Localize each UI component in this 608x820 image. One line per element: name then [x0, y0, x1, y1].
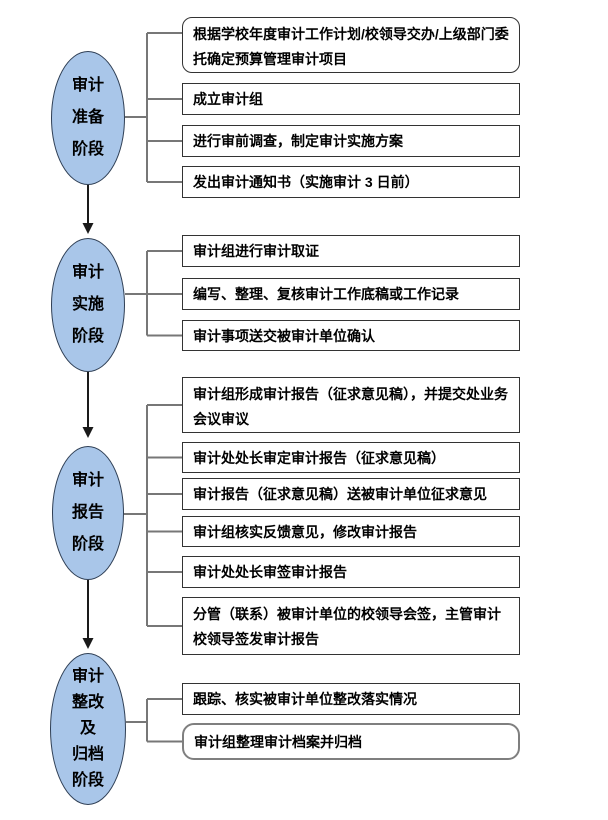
- step-box: 审计组整理审计档案并归档: [182, 723, 520, 760]
- step-box: 编写、整理、复核审计工作底稿或工作记录: [182, 278, 520, 310]
- phase-ellipse-audit-preparation: 审计准备阶段: [51, 51, 125, 185]
- step-box: 审计组核实反馈意见，修改审计报告: [182, 516, 520, 547]
- arrowhead-down-icon: [82, 223, 94, 234]
- phase-label-line: 阶段: [71, 141, 104, 158]
- step-box: 审计处处长审签审计报告: [182, 556, 520, 588]
- phase-label-line: 报告: [71, 504, 104, 521]
- phase-label-line: 审计: [71, 77, 104, 94]
- step-box: 审计事项送交被审计单位确认: [182, 320, 520, 351]
- phase-label-line: 审计: [71, 668, 104, 685]
- phase-ellipse-audit-report: 审计报告阶段: [52, 446, 124, 580]
- phase-label-line: 实施: [71, 296, 104, 313]
- phase-label-line: 审计: [71, 472, 104, 489]
- arrowhead-down-icon: [82, 427, 94, 438]
- phase-ellipse-audit-rectification-archiving: 审计整改及归档阶段: [50, 653, 126, 805]
- step-box: 审计组形成审计报告（征求意见稿），并提交处业务会议审议: [182, 377, 520, 433]
- step-box: 根据学校年度审计工作计划/校领导交办/上级部门委托确定预算管理审计项目: [182, 17, 520, 73]
- step-box: 跟踪、核实被审计单位整改落实情况: [182, 683, 520, 715]
- step-box: 成立审计组: [182, 83, 520, 115]
- step-box: 审计处处长审定审计报告（征求意见稿）: [182, 442, 520, 473]
- phase-label-line: 阶段: [71, 772, 104, 789]
- phase-label-line: 归档: [71, 746, 104, 763]
- phase-label-line: 整改: [71, 694, 104, 711]
- step-box: 分管（联系）被审计单位的校领导会签，主管审计校领导签发审计报告: [182, 597, 520, 655]
- phase-label-line: 审计: [71, 264, 104, 281]
- phase-label-line: 及: [79, 720, 96, 737]
- step-box: 审计报告（征求意见稿）送被审计单位征求意见: [182, 478, 520, 510]
- phase-label-line: 准备: [71, 109, 104, 126]
- step-box: 发出审计通知书（实施审计 3 日前）: [182, 166, 520, 198]
- phase-label-line: 阶段: [71, 328, 104, 345]
- phase-label-line: 阶段: [71, 536, 104, 553]
- step-box: 审计组进行审计取证: [182, 235, 520, 267]
- arrowhead-down-icon: [82, 638, 94, 649]
- step-box: 进行审前调查，制定审计实施方案: [182, 125, 520, 157]
- phase-ellipse-audit-implementation: 审计实施阶段: [51, 238, 125, 372]
